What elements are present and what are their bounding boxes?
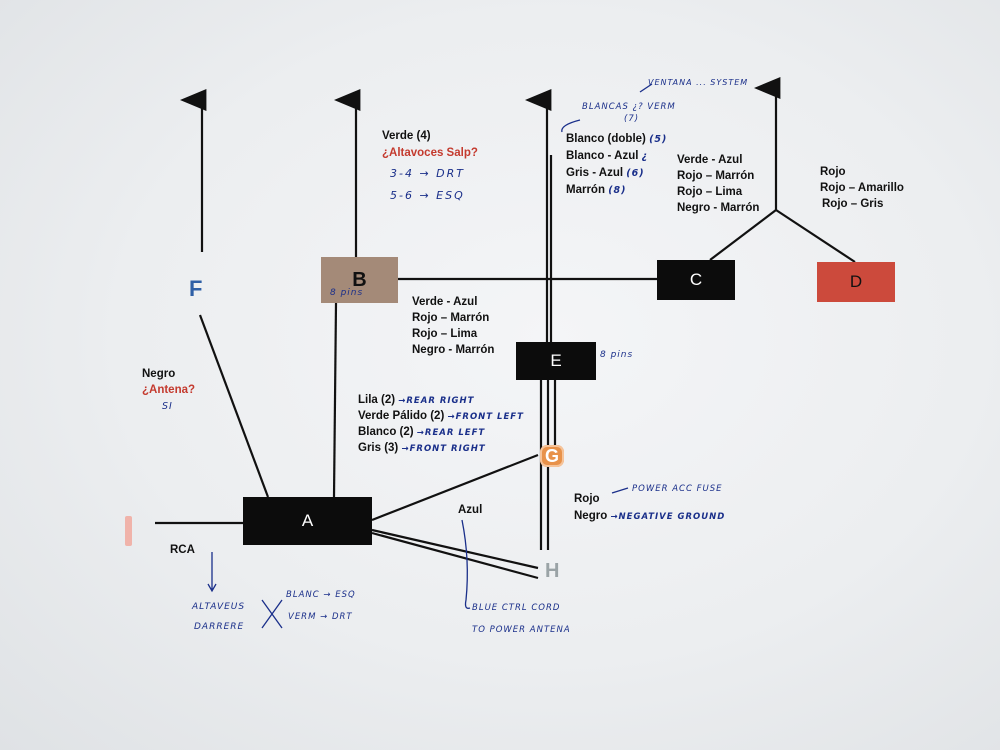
- wire-d-branch: [775, 209, 856, 263]
- a-wire-note: →FRONT RIGHT: [401, 444, 486, 454]
- box-b: B: [321, 257, 398, 303]
- box-d: D: [817, 262, 895, 302]
- e-top-line4: Marrón (8): [566, 182, 626, 199]
- b-top-note2: 5-6 → ESQ: [390, 189, 465, 202]
- d-top-item: Rojo – Amarillo: [820, 182, 904, 194]
- bc-mid-item: Verde - Azul: [412, 296, 478, 308]
- e-top-note2: (7): [624, 114, 640, 124]
- a-wire-row: Blanco (2) →REAR LEFT: [358, 424, 485, 442]
- e-pins-note: 8 pins: [600, 350, 634, 360]
- bc-mid-item: Rojo – Marrón: [412, 312, 490, 324]
- power-note: POWER ACC FUSE: [632, 484, 723, 494]
- bc-mid-item: Negro - Marrón: [412, 344, 495, 356]
- c-top-item: Rojo – Lima: [677, 186, 743, 198]
- b-top-line2: ¿Altavoces Salp?: [382, 147, 478, 159]
- box-a: A: [243, 497, 372, 545]
- e-top-line3: Gris - Azul (6): [566, 165, 645, 182]
- bc-mid-item: Rojo – Lima: [412, 328, 478, 340]
- e-top-line4-text: Marrón: [566, 184, 605, 196]
- a-wire-label: Gris (3): [358, 442, 399, 454]
- power-rojo-arrow: [611, 487, 629, 494]
- label-h: H: [545, 560, 560, 582]
- wire-a-g: [371, 453, 539, 522]
- e-top-line4-note: (8): [608, 185, 627, 196]
- b-pins-note: 8 pins: [330, 288, 364, 298]
- d-top-item: Rojo – Gris: [822, 198, 884, 210]
- rca-note3: BLANC → ESQ: [286, 590, 356, 600]
- box-e-label: E: [550, 351, 562, 370]
- e-top-arrow: [561, 119, 581, 133]
- e-top-line2-note: ¿: [641, 151, 649, 162]
- e-top-line1: Blanco (doble) (5): [566, 131, 667, 148]
- a-wire-note: →FRONT LEFT: [447, 412, 524, 422]
- f-side-line2: ¿Antena?: [142, 384, 196, 396]
- a-wire-label: Blanco (2): [358, 426, 414, 438]
- f-side-line1: Negro: [142, 368, 176, 380]
- label-i: I: [125, 516, 132, 546]
- e-top-line3-note: (6): [626, 168, 645, 179]
- wire-b-a: [332, 302, 338, 498]
- rca-arrow: [207, 552, 217, 593]
- label-f: F: [189, 276, 203, 301]
- rca-note2: DARRERE: [194, 622, 245, 632]
- box-c-label: C: [689, 270, 703, 289]
- rca-note4: VERM → DRT: [288, 612, 353, 622]
- c-top-item: Negro - Marrón: [677, 202, 760, 214]
- e-top-line1-text: Blanco (doble): [566, 133, 646, 145]
- power-row: Negro →NEGATIVE GROUND: [574, 508, 725, 526]
- e-top-note: BLANCAS ¿? VERM: [582, 102, 676, 112]
- e-top-line2-text: Blanco - Azul: [566, 150, 639, 162]
- b-top-line1: Verde (4): [382, 130, 431, 142]
- rca-x-mark: [261, 599, 283, 629]
- wire-a-h-2: [371, 531, 539, 580]
- a-wire-note: →REAR RIGHT: [398, 396, 475, 406]
- label-g: G: [540, 445, 564, 467]
- a-wire-row: Gris (3) →FRONT RIGHT: [358, 440, 486, 458]
- box-a-label: A: [301, 511, 314, 530]
- power-row: Rojo: [574, 491, 600, 508]
- c-top-item: Rojo – Marrón: [677, 170, 755, 182]
- azul-label: Azul: [458, 504, 483, 516]
- b-top-note1: 3-4 → DRT: [390, 167, 466, 180]
- a-wire-row: Lila (2) →REAR RIGHT: [358, 392, 474, 410]
- c-top-arrow: [639, 83, 653, 93]
- a-wire-row: Verde Pálido (2) →FRONT LEFT: [358, 408, 524, 426]
- azul-note2: TO POWER ANTENA: [472, 625, 571, 635]
- azul-arrow: [461, 519, 471, 609]
- rca-label: RCA: [170, 544, 195, 556]
- a-wire-label: Verde Pálido (2): [358, 410, 445, 422]
- f-side-note: SI: [162, 401, 173, 412]
- box-b-label: B: [352, 268, 367, 291]
- e-top-line2: Blanco - Azul ¿: [566, 148, 648, 165]
- wire-c-branch: [709, 209, 777, 261]
- c-top-note: VENTANA ... SYSTEM: [648, 78, 749, 87]
- power-note: →NEGATIVE GROUND: [610, 512, 726, 522]
- box-c: C: [657, 260, 735, 300]
- azul-note1: BLUE CTRL CORD: [472, 603, 561, 613]
- e-top-line3-text: Gris - Azul: [566, 167, 624, 179]
- d-top-item: Rojo: [820, 166, 846, 178]
- wire-a-h-1: [371, 528, 539, 570]
- e-top-line1-note: (5): [649, 134, 668, 145]
- c-top-item: Verde - Azul: [677, 154, 743, 166]
- power-label: Negro: [574, 510, 608, 522]
- rca-note1: ALTAVEUS: [192, 602, 246, 612]
- wire-f-a: [198, 314, 270, 498]
- a-wire-label: Lila (2): [358, 394, 396, 406]
- power-label: Rojo: [574, 493, 600, 505]
- box-e: E: [516, 342, 596, 380]
- a-wire-note: →REAR LEFT: [416, 428, 486, 438]
- box-d-label: D: [849, 272, 863, 291]
